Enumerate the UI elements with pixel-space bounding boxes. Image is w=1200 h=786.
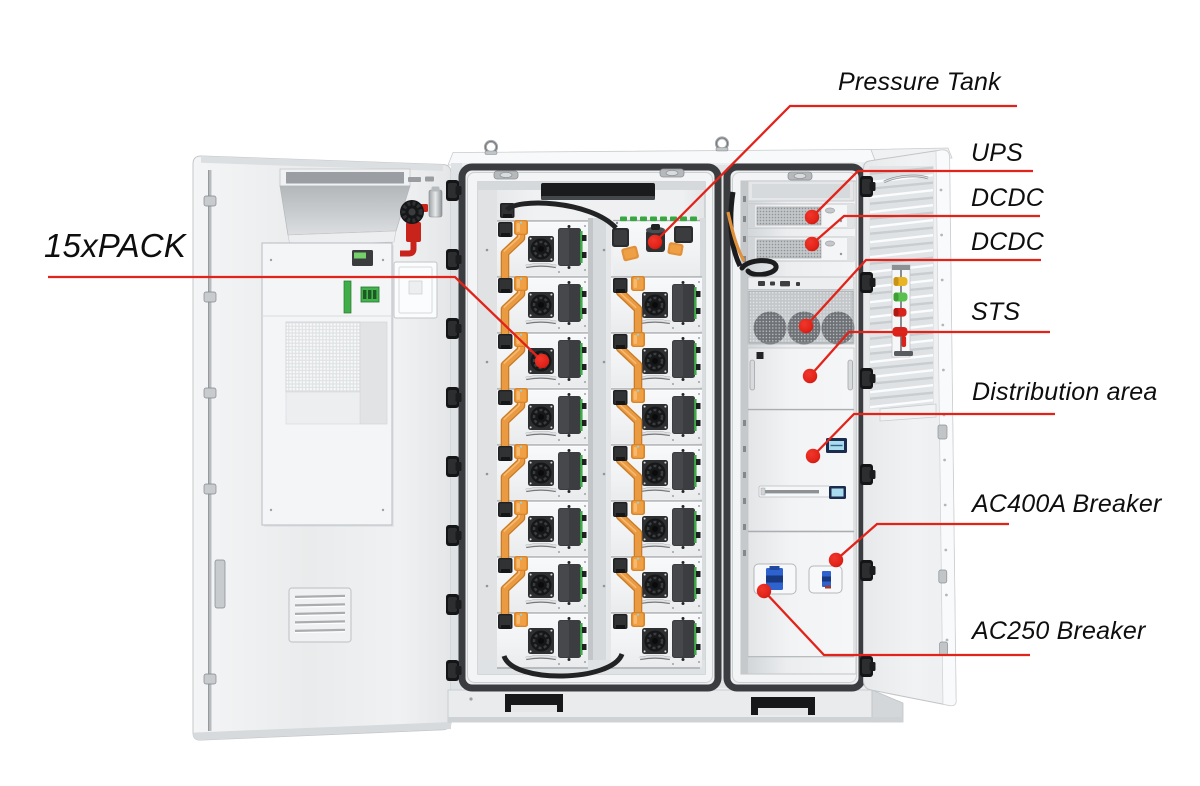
left-door bbox=[192, 155, 452, 741]
inter-bay-cables bbox=[726, 191, 746, 268]
label-dcdc-2: DCDC bbox=[971, 228, 1045, 256]
label-sts: STS bbox=[971, 298, 1021, 326]
certification-marks bbox=[408, 176, 434, 182]
sts-unit bbox=[747, 347, 855, 411]
leader-dcdc-1 bbox=[811, 214, 1040, 245]
label-ups: UPS bbox=[971, 139, 1024, 167]
junction-box bbox=[393, 261, 438, 319]
label-distribution-area: Distribution area bbox=[972, 378, 1158, 406]
terminal-strip bbox=[758, 485, 831, 498]
surge-indicator-column bbox=[891, 264, 913, 358]
dot-ups bbox=[804, 209, 820, 225]
indicator-red-1 bbox=[893, 308, 907, 317]
rack-cable-coil bbox=[739, 258, 779, 278]
leader-sts bbox=[809, 330, 1050, 377]
indicator-yellow bbox=[893, 277, 908, 286]
dot-dcdc-1 bbox=[804, 236, 820, 252]
pressure-tank-bay bbox=[612, 216, 697, 262]
label-dcdc-1: DCDC bbox=[971, 184, 1045, 212]
power-rack-bay bbox=[723, 163, 866, 692]
label-ac400a-breaker: AC400A Breaker bbox=[972, 490, 1162, 518]
top-jumper-cable bbox=[505, 200, 618, 230]
coolant-valve bbox=[400, 200, 428, 257]
label-pack: 15xPACK bbox=[44, 227, 187, 264]
battery-bay bbox=[458, 163, 722, 692]
dot-pressure-tank bbox=[647, 234, 663, 250]
ac-unit bbox=[261, 168, 411, 527]
dot-dcdc-2 bbox=[798, 318, 814, 334]
leader-pack bbox=[48, 275, 543, 362]
annotation-dots bbox=[534, 209, 844, 599]
dcdc-unit-1 bbox=[747, 236, 855, 262]
leader-distribution-area bbox=[812, 412, 1055, 457]
leader-dcdc-2 bbox=[805, 258, 1041, 327]
leader-ac400a-breaker bbox=[835, 522, 1009, 561]
rail-screws bbox=[485, 248, 606, 588]
leader-ac250-breaker bbox=[763, 590, 1030, 657]
distribution-area-panel bbox=[747, 409, 855, 533]
dcdc-unit-2 bbox=[747, 276, 855, 345]
lifting-eye-left bbox=[483, 139, 499, 155]
meter-display-2 bbox=[829, 486, 846, 499]
gas-canister bbox=[428, 186, 443, 218]
leader-pressure-tank bbox=[654, 104, 1017, 243]
label-pressure-tank: Pressure Tank bbox=[838, 68, 1001, 96]
dot-pack bbox=[534, 353, 550, 369]
rack-blank-panel bbox=[747, 171, 855, 202]
door-latch-parts bbox=[937, 424, 948, 656]
right-door bbox=[863, 149, 957, 707]
dot-sts bbox=[802, 368, 818, 384]
meter-display-1 bbox=[826, 438, 847, 453]
dot-distribution-area bbox=[805, 448, 821, 464]
ups-unit bbox=[747, 203, 855, 229]
indicator-green bbox=[893, 292, 908, 302]
top-vent-slot bbox=[541, 183, 655, 200]
label-ac250-breaker: AC250 Breaker bbox=[972, 617, 1146, 645]
annotation-leaders bbox=[48, 104, 1055, 657]
cabinet-base bbox=[447, 689, 904, 723]
door-rod-clips bbox=[203, 195, 226, 685]
door-vent bbox=[288, 587, 352, 643]
dot-ac250-breaker bbox=[756, 583, 772, 599]
ac400a-breaker-device bbox=[808, 565, 843, 594]
dot-ac400a-breaker bbox=[828, 552, 844, 568]
leader-ups bbox=[811, 169, 1033, 218]
lifting-eye-right bbox=[714, 136, 730, 152]
bottom-jumper-cable bbox=[501, 652, 625, 679]
